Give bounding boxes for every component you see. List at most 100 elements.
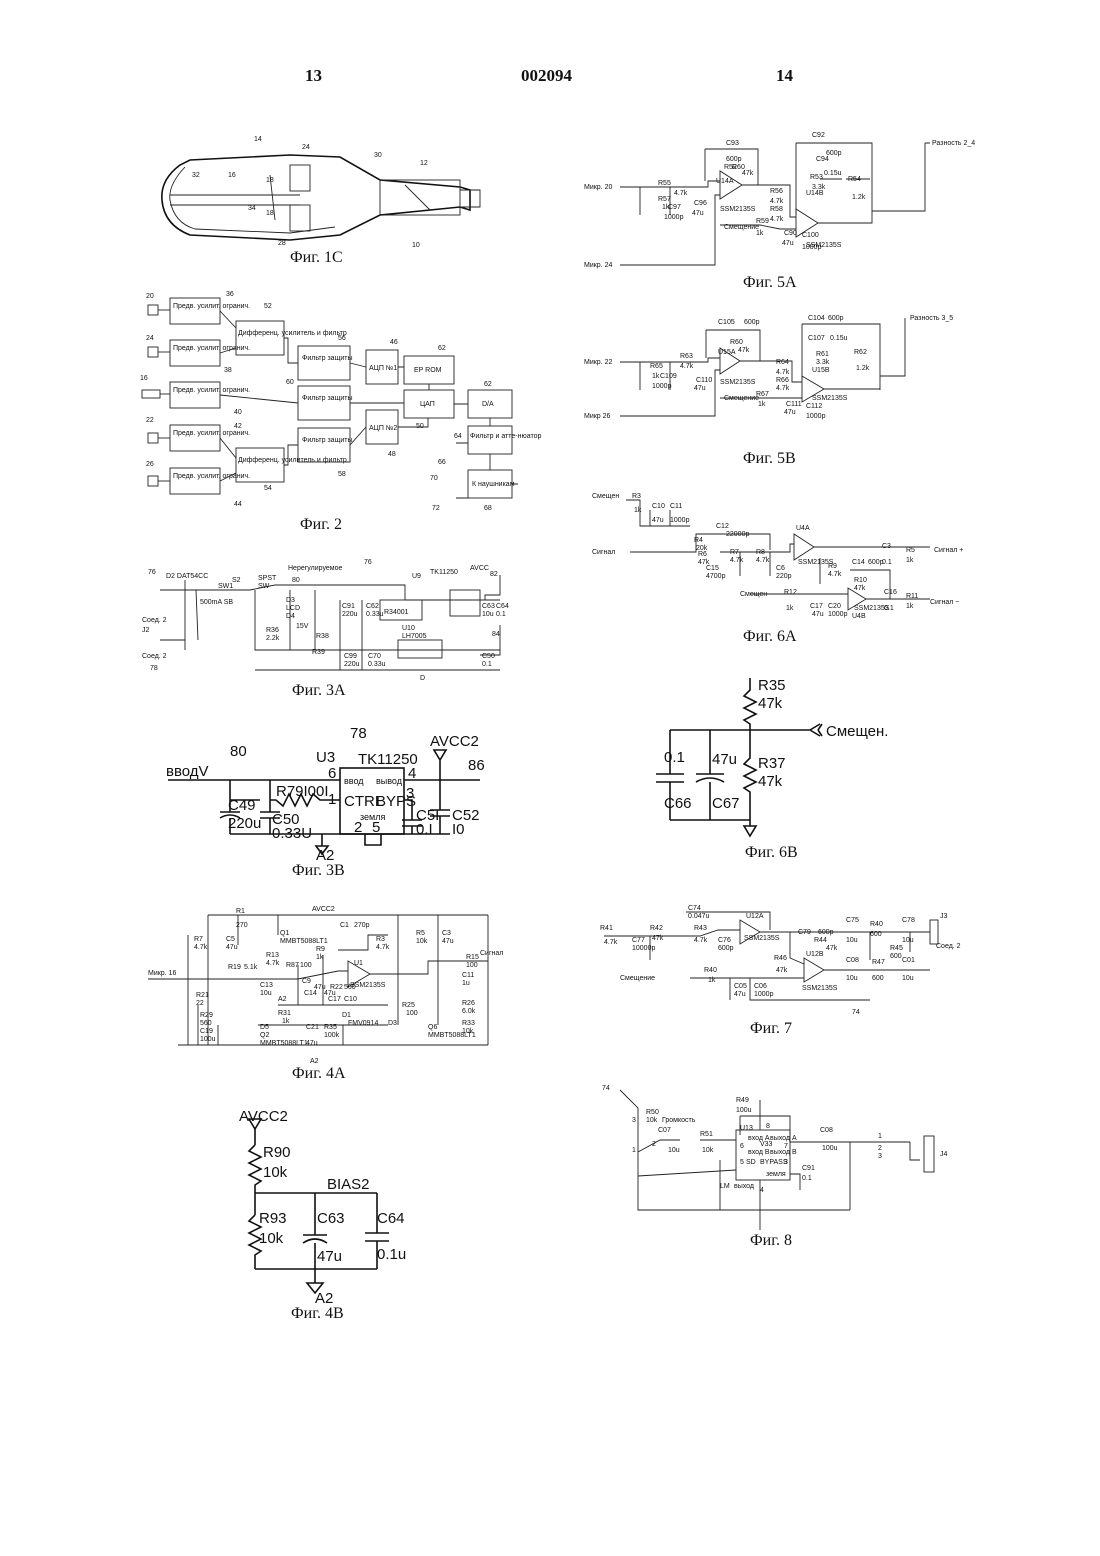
c49-value: 220u [228,815,261,832]
c12-label: C12 [716,523,729,530]
label-10: 10 [412,242,420,249]
r26-value: 6.0k [462,1008,476,1015]
pot-pin-2: 2 [652,1141,656,1148]
r56-label: R56 [770,188,783,195]
c99-label: C99 [344,653,357,660]
num-42: 42 [234,423,242,430]
r63-value: 4.7k [680,363,694,370]
c97-label: C97 [668,204,681,211]
r11-value: 1k [906,603,914,610]
u4b-part: SSM2135S [854,605,890,612]
num-74: 74 [602,1085,610,1092]
c14-label: C14 [852,559,865,566]
q2-label: Q2 [260,1032,269,1039]
figure-5a: C93 600p R60 47k R52 C92 600p C94 0.15u … [580,125,990,295]
c111-value: 47u [784,409,796,416]
r61-label: R61 [816,351,829,358]
mic-20-label: Микр. 20 [584,184,612,191]
fuse-label: 500mA SB [200,599,233,606]
c79-value: 600p [818,929,834,936]
headphones-label: К наушникам [472,481,515,488]
figure-6a: Смещен R3 1k C10 47u C11 1000p Сигнал R4… [590,490,990,650]
label-18b: 18 [266,210,274,217]
r7-label: R7 [730,549,739,556]
r8-label: R8 [756,549,765,556]
mic-26-label: Микр 26 [584,413,611,420]
c63-value: 10u [482,611,494,618]
r49-label: R49 [736,1097,749,1104]
c94-value: 0.15u [824,170,842,177]
r1-label: R1 [236,908,245,915]
r46-value: 47k [776,967,788,974]
c67-label: C67 [712,795,740,812]
filter-3-label: Фильтр защиты [302,437,352,444]
num-82: 82 [490,571,498,578]
r93-label: R93 [259,1210,287,1227]
c109-label: C109 [660,373,677,380]
avcc2-label: AVCC2 [430,733,479,750]
c17-label: C17 [810,603,823,610]
figure-4b: AVCC2 R90 10k BIAS2 R93 10k C63 47u C64 … [235,1105,435,1330]
u15a-label: U15A [718,349,736,356]
num-70: 70 [430,475,438,482]
eprom-label: EP ROM [414,367,442,374]
d2-label: D2 DAT54CC [166,573,208,580]
r87-value: 100 [300,962,312,969]
c109-value: 1000p [652,383,672,390]
c50-value: 0.1 [482,661,492,668]
figure-3a-caption: Фиг. 3А [292,682,346,700]
r25-value: 100 [406,1010,418,1017]
r26-label: R26 [462,1000,475,1007]
r5-value: 10k [416,938,428,945]
c64-value: 0.1 [496,611,506,618]
r90-label: R90 [263,1144,291,1161]
c90-value: 47u [782,240,794,247]
r61-value: 3.3k [816,359,830,366]
c64-value: 0.1u [377,1246,406,1263]
c93-value: 600p [726,156,742,163]
c15-label: C15 [706,565,719,572]
r50-value: 10k [646,1117,658,1124]
c66-value: 0.1 [664,749,685,766]
label-32: 32 [192,172,200,179]
r38-label: R38 [316,633,329,640]
c01-label: C01 [902,957,915,964]
c19-value: 100u [200,1036,216,1043]
a2-label-a: A2 [278,996,287,1003]
r66-label: R66 [776,377,789,384]
q6-label: Q6 [428,1024,437,1031]
c74-value: 0.047u [688,913,710,920]
c76-value: 600p [718,945,734,952]
r39-label: R39 [312,649,325,656]
c100-value: 1000p [802,244,822,251]
figure-7-caption: Фиг. 7 [750,1020,792,1038]
figure-2: Предв. усилит. огранич. Предв. усилит. о… [138,288,528,538]
sd-label: SD [746,1159,756,1166]
c6-value: 220p [776,573,792,580]
c91-label: C91 [342,603,355,610]
c66-label: C66 [664,795,692,812]
lm-label: LM [720,1183,730,1190]
r59-label: R59 [756,218,769,225]
r42-label: R42 [650,925,663,932]
c50-label: C50 [482,653,495,660]
r7-label: R7 [194,936,203,943]
r35-value: 47k [758,695,783,712]
figure-5b-drawing: C105 600p C104 600p R60 47k C107 0.15u R… [580,310,990,438]
bias-label: Смещен. [826,723,888,740]
c10-label: C10 [344,996,357,1003]
v33-label: V33 [760,1141,773,1148]
r51-label: R51 [700,1131,713,1138]
r49-value: 100u [736,1107,752,1114]
opamp-part: SSM2135S [350,982,386,989]
r4-label: R4 [694,537,703,544]
c3-label: C3 [882,543,891,550]
num-74: 74 [852,1009,860,1016]
c90-label: C90 [784,230,797,237]
r90-value: 10k [263,1164,288,1181]
c91-value: 220u [342,611,358,618]
num-50: 50 [416,423,424,430]
r40-label: R40 [870,921,883,928]
c17-value: 47u [812,611,824,618]
num-20: 20 [146,293,154,300]
